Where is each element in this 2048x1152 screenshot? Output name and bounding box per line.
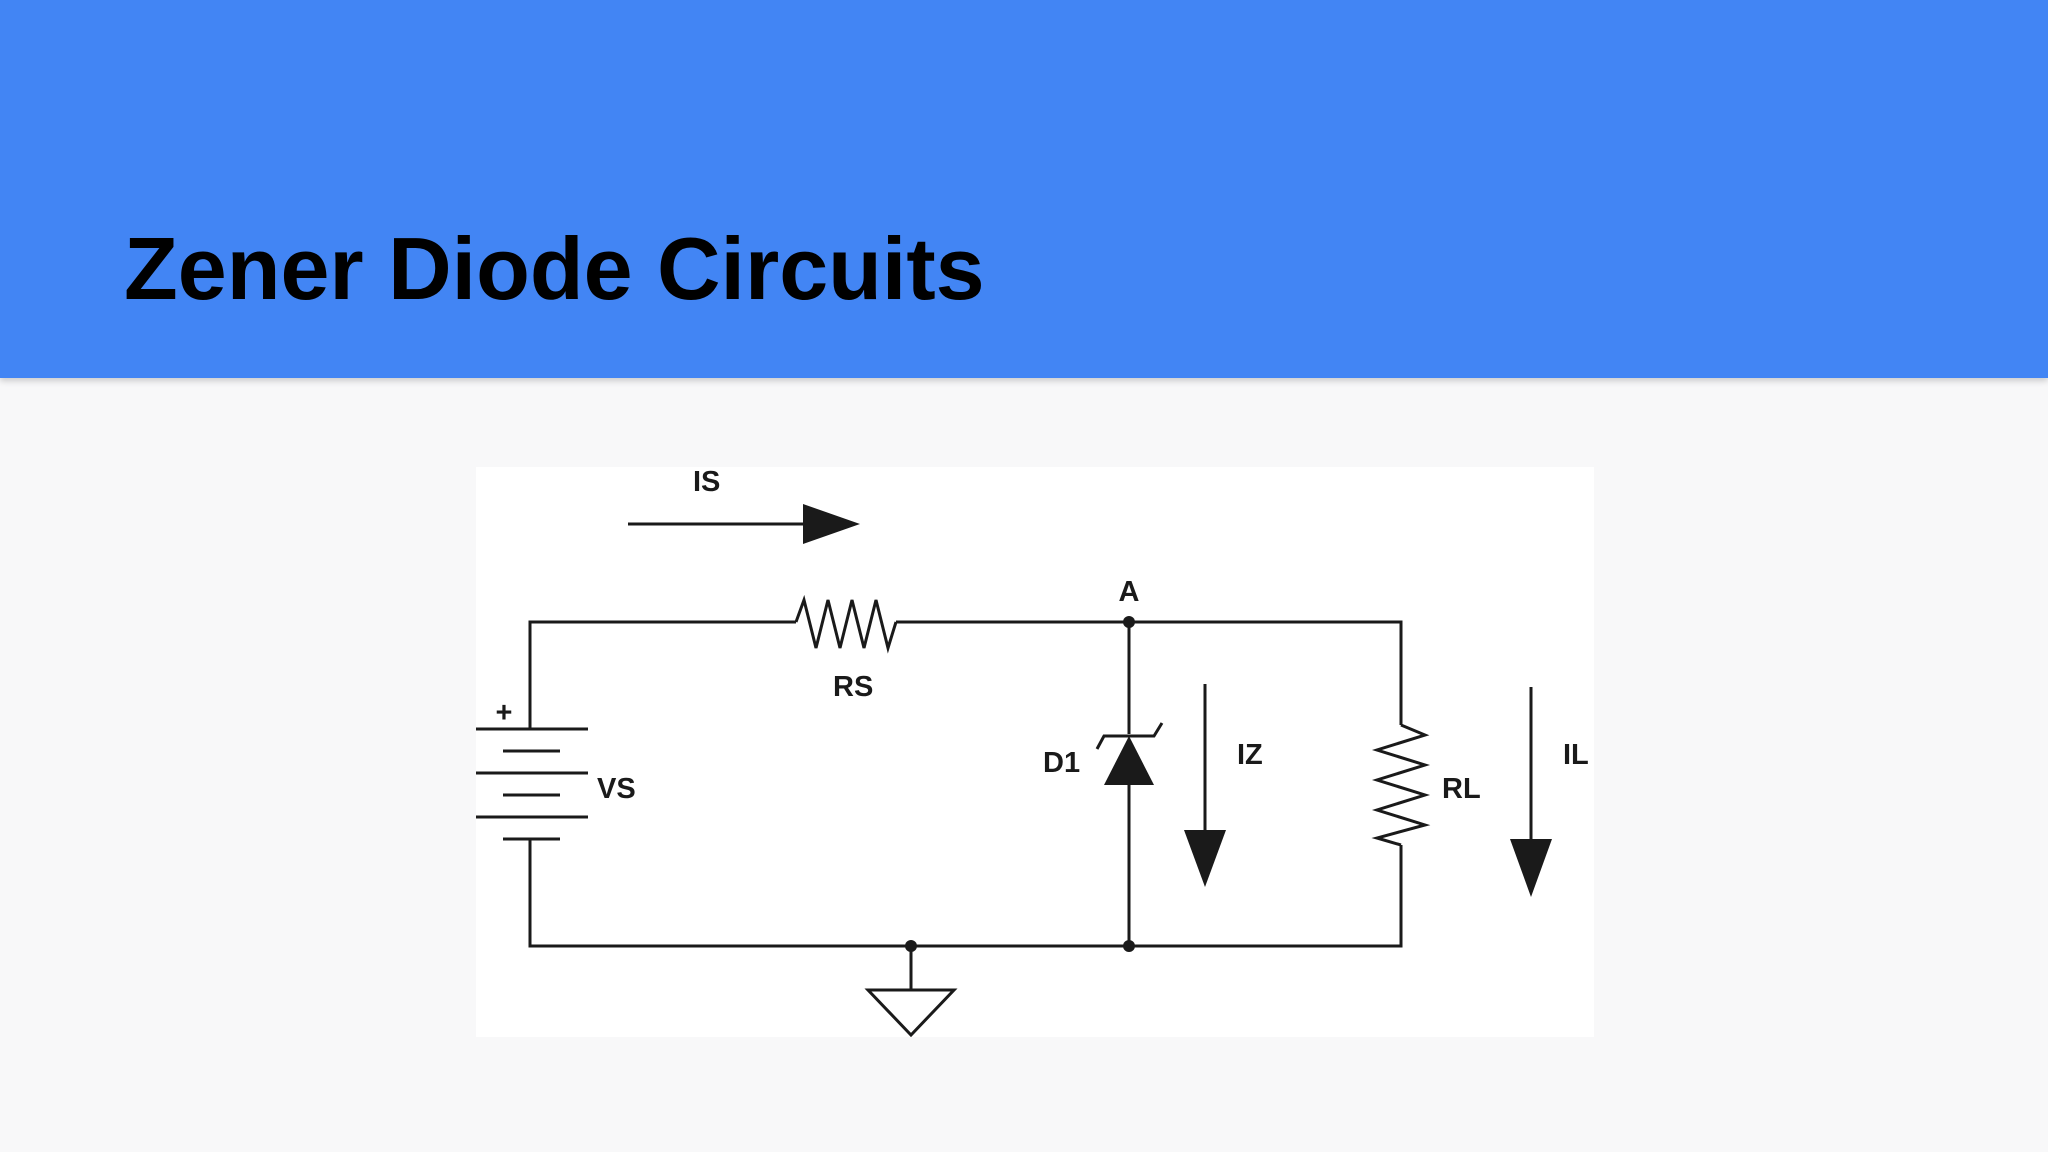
wire-top-right (896, 620, 1403, 725)
battery-icon (476, 727, 588, 841)
node-a-label: A (1119, 576, 1140, 608)
ground-icon (864, 988, 958, 1037)
zener-current-arrow-icon (1184, 684, 1226, 887)
source-current-arrow-icon (628, 504, 860, 544)
title-bar: Zener Diode Circuits (0, 0, 2048, 378)
source-voltage-label: VS (597, 773, 636, 805)
slide-title: Zener Diode Circuits (124, 219, 985, 318)
load-current-arrow-icon (1510, 687, 1552, 897)
node-diode-bottom-dot (1123, 940, 1135, 952)
series-resistor-label: RS (833, 671, 873, 703)
wire-bottom (528, 839, 1403, 948)
series-resistor-icon (794, 594, 898, 654)
circuit-diagram-svg: IS RS A + VS D1 (476, 467, 1589, 1037)
zener-diode-label: D1 (1043, 747, 1080, 779)
load-current-label: IL (1563, 739, 1589, 771)
zener-current-label: IZ (1237, 739, 1263, 771)
source-current-label: IS (693, 467, 720, 498)
battery-plus-label: + (496, 697, 513, 729)
wire-top-left (528, 620, 796, 729)
load-resistor-label: RL (1442, 773, 1481, 805)
load-resistor-icon (1371, 723, 1431, 847)
circuit-diagram: IS RS A + VS D1 (476, 467, 1594, 1037)
zener-diode-icon (1095, 722, 1164, 785)
